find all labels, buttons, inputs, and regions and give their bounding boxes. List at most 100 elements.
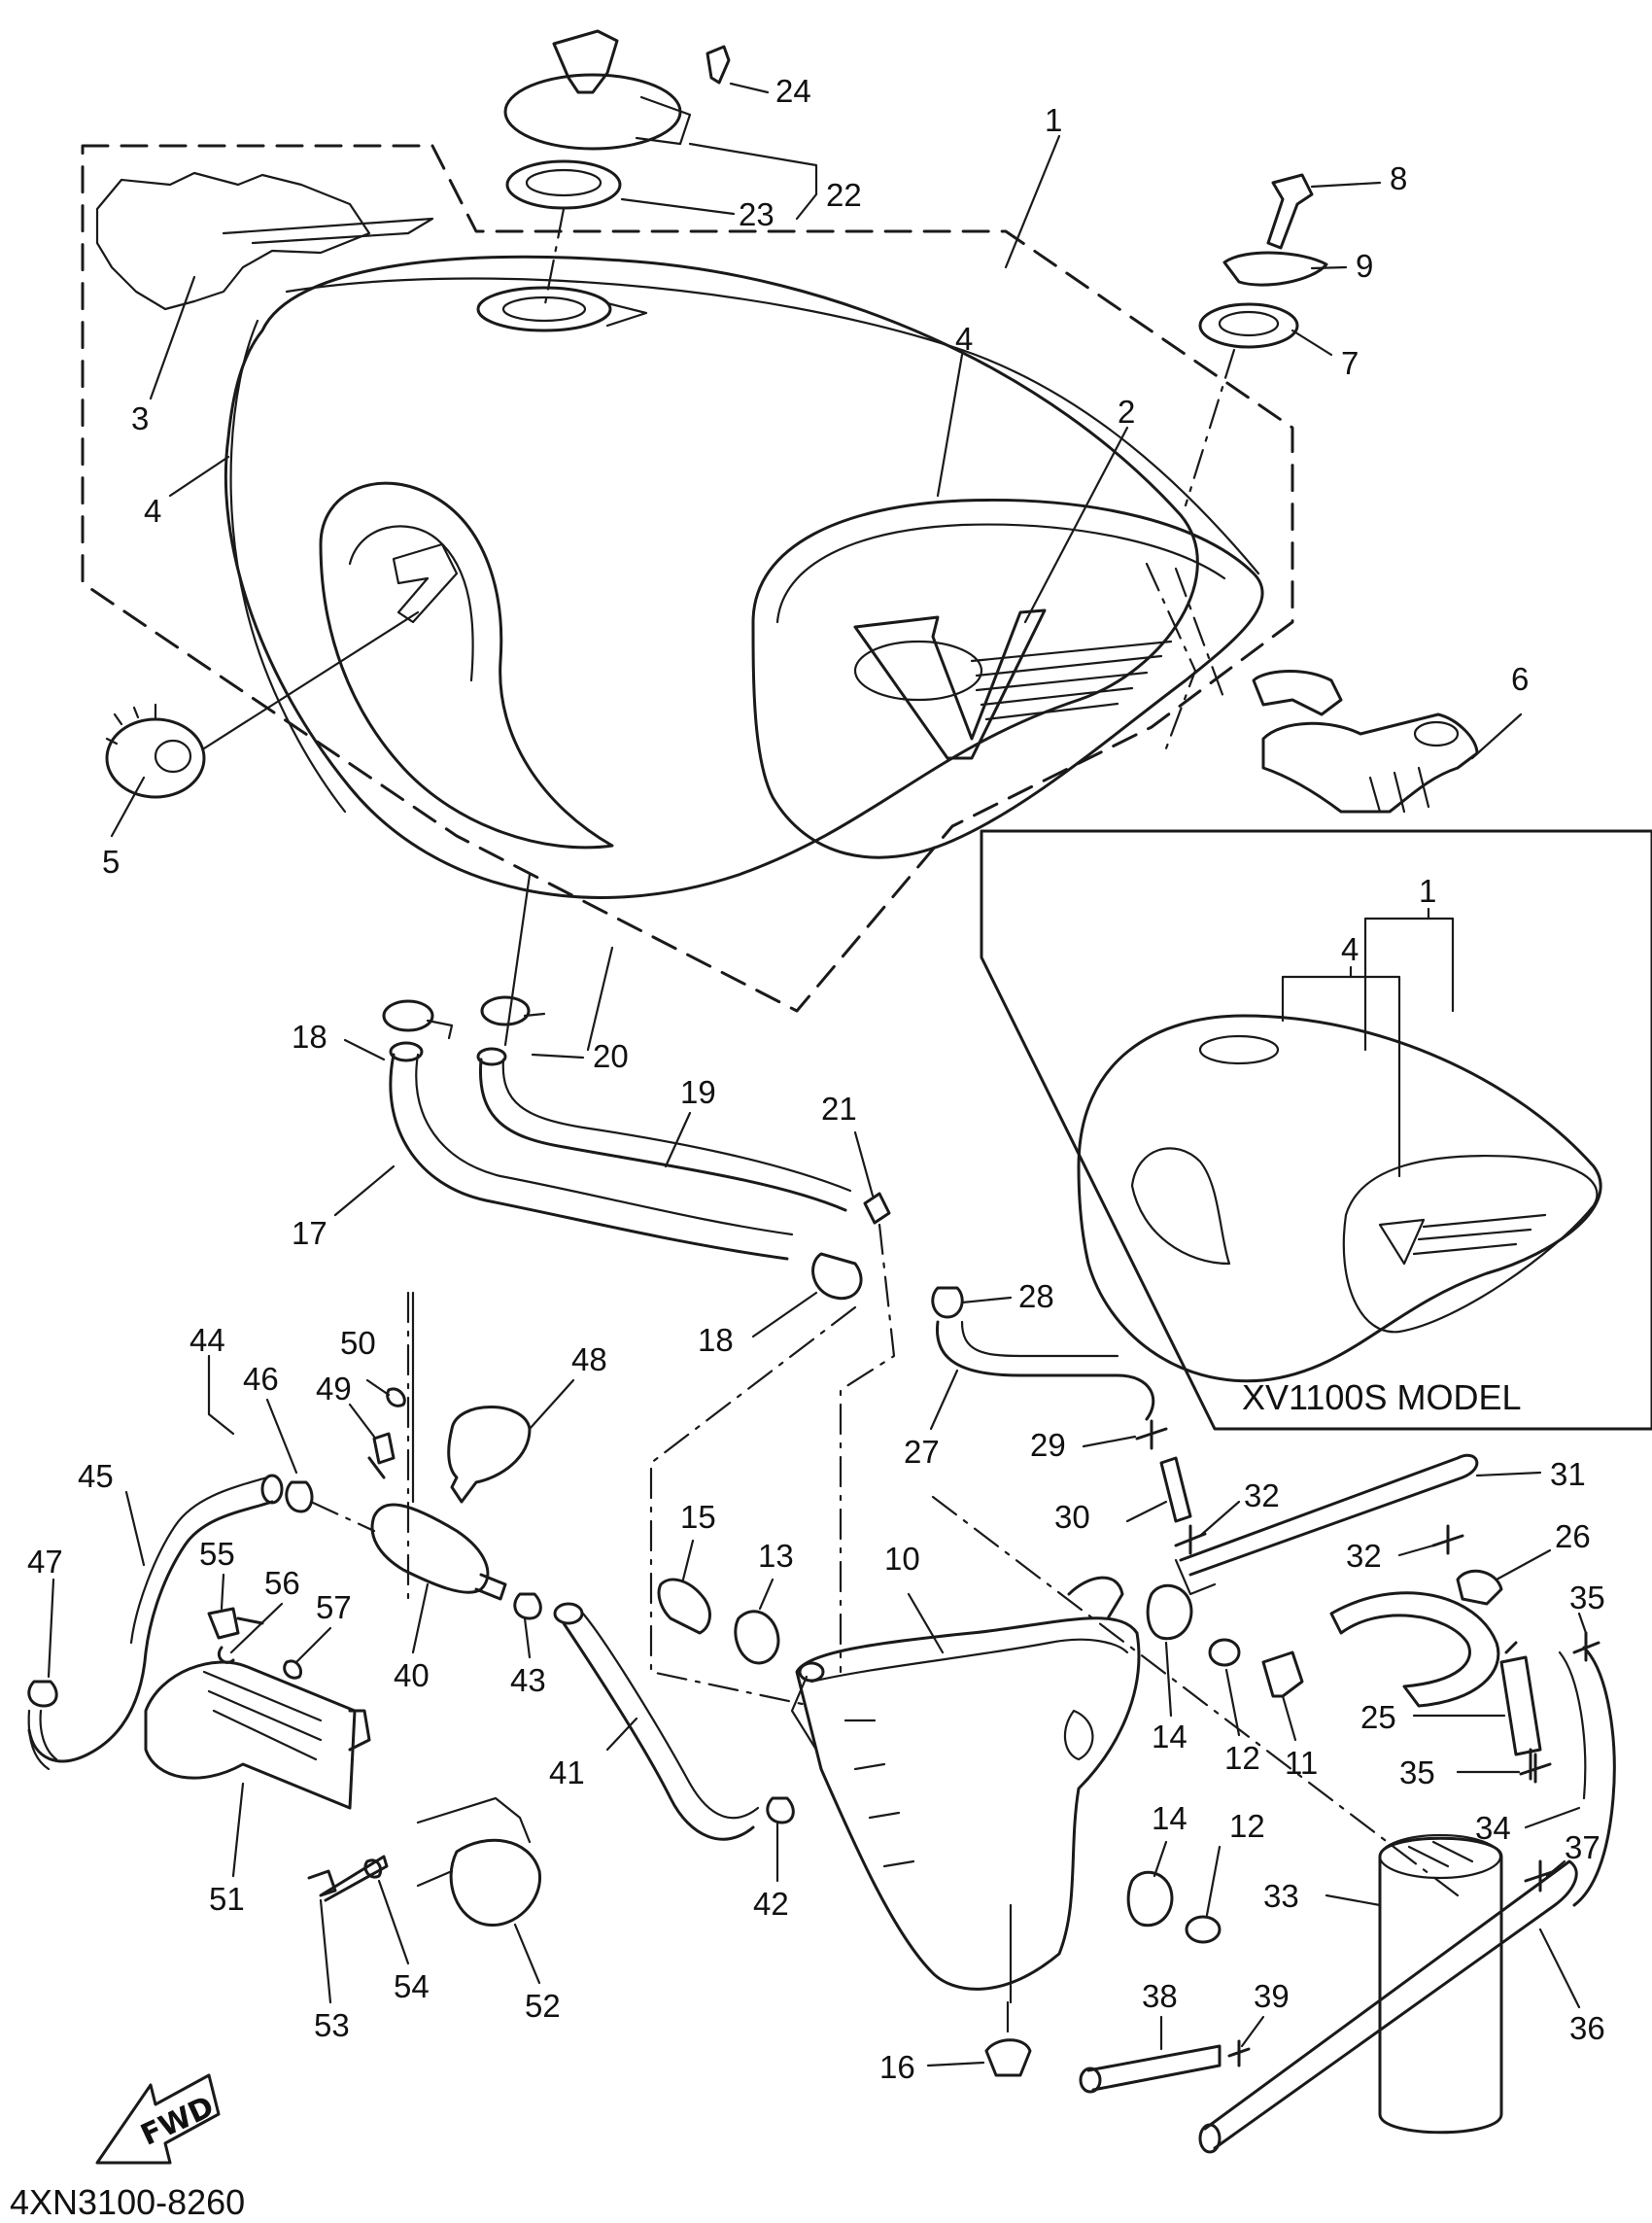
callout-6: 6 [1511,661,1529,697]
canister-33-top [1378,1833,1502,1880]
callout-15: 15 [680,1499,716,1535]
routing-lines [406,1223,1460,1897]
leader-32a [1198,1500,1241,1538]
callout-36: 36 [1569,2010,1605,2046]
relay-52 [449,1838,542,1928]
vent-system [1079,1419,1616,2154]
callout-56: 56 [264,1565,300,1601]
hose-31 [1179,1453,1479,1577]
callout-inset-1: 1 [1419,873,1436,909]
bolt-55 [207,1607,264,1640]
filter-dash-line [309,1500,376,1533]
pump-bracket [348,1709,371,1752]
leader-14b [1153,1840,1168,1878]
leader-40 [411,1582,430,1654]
leader-16 [926,2061,985,2067]
clip-29 [1135,1419,1168,1450]
clip-18-top [382,999,454,1040]
hose-19 [478,1058,847,1212]
fuel-cap-hinge [635,95,692,146]
hose-38 [1086,2044,1222,2092]
callout-labels: 1 2 3 4 4 5 6 7 8 9 10 11 12 12 13 14 14… [27,73,1605,2085]
callout-26: 26 [1555,1518,1591,1554]
fuel-cap-key [552,29,619,94]
screw-49 [367,1432,396,1479]
callout-4a: 4 [144,493,161,529]
leader-18b [751,1291,818,1338]
callout-31: 31 [1550,1456,1586,1492]
callout-52: 52 [525,1988,561,2024]
hose-31-short [1174,1558,1217,1596]
hose-19-end [476,1047,507,1066]
callout-38: 38 [1142,1978,1178,2014]
callout-11: 11 [1285,1745,1318,1781]
emblem-v-shape [853,608,1047,760]
tank-rear-bracket [1252,670,1343,716]
leader-24 [729,82,770,94]
callout-14b: 14 [1152,1800,1187,1836]
callout-50: 50 [340,1325,376,1361]
leader-41 [605,1717,638,1752]
fuel-filter-40-nozzle [474,1573,507,1601]
inset-frame [980,829,1652,1431]
damper-ribs [1368,766,1430,814]
leader-8 [1310,181,1382,189]
callout-3: 3 [131,400,149,436]
mount-hardware [1184,173,1328,507]
callout-40: 40 [394,1657,430,1693]
leader-33 [1325,1893,1382,1907]
callout-9: 9 [1356,248,1373,284]
leader-12b [1205,1845,1222,1917]
leader-52 [513,1923,541,1985]
bracket-26 [1329,1591,1500,1708]
callout-22: 22 [826,177,862,213]
hose-41 [562,1621,755,1841]
callout-27: 27 [904,1434,940,1470]
hose-34-inner [1558,1650,1587,1800]
tank-cover-line [222,217,434,245]
leader-31 [1475,1471,1542,1477]
clip-20 [480,995,546,1026]
callout-35a: 35 [1569,1580,1605,1615]
battery-box-front-lines [790,1675,1013,2004]
leader-7 [1291,329,1333,357]
leader-23 [620,197,736,216]
leader-57 [294,1626,332,1664]
callout-18b: 18 [698,1322,734,1358]
leader-43 [523,1616,532,1659]
fwd-arrow-shape [95,2073,221,2165]
leader-21 [853,1130,875,1198]
callout-55: 55 [199,1536,235,1572]
callout-1: 1 [1045,102,1062,138]
emblem-stripes [970,640,1173,721]
battery-box-hole [798,1661,825,1683]
leader-49 [348,1403,376,1439]
hose-44-end [260,1474,284,1505]
callout-12a: 12 [1224,1740,1260,1776]
leader-3 [149,275,196,400]
inset-filler [1198,1034,1280,1065]
washer-12-bottom [1185,1915,1222,1944]
grommet-teeth [105,703,157,746]
leader-29 [1082,1435,1137,1448]
hose-17-end [389,1041,424,1062]
leader-15 [681,1539,695,1581]
hose-17 [389,1053,789,1261]
filler-neck-tab [605,301,648,328]
callout-21: 21 [821,1091,857,1127]
leader-39 [1240,2015,1265,2048]
virago-emblem [853,608,1173,760]
fuel-tank-trim-line [285,277,1260,575]
clip-21 [863,1192,891,1225]
callout-54: 54 [394,1968,430,2004]
bolt-11 [1261,1650,1304,1698]
callout-35b: 35 [1399,1754,1435,1790]
callout-37: 37 [1565,1829,1600,1865]
callout-32a: 32 [1244,1477,1280,1513]
battery-box [657,1576,1304,2077]
leader-17 [333,1164,396,1217]
grommet-13 [734,1610,780,1665]
leader-48 [528,1378,575,1431]
washer-12-top [1208,1638,1241,1667]
